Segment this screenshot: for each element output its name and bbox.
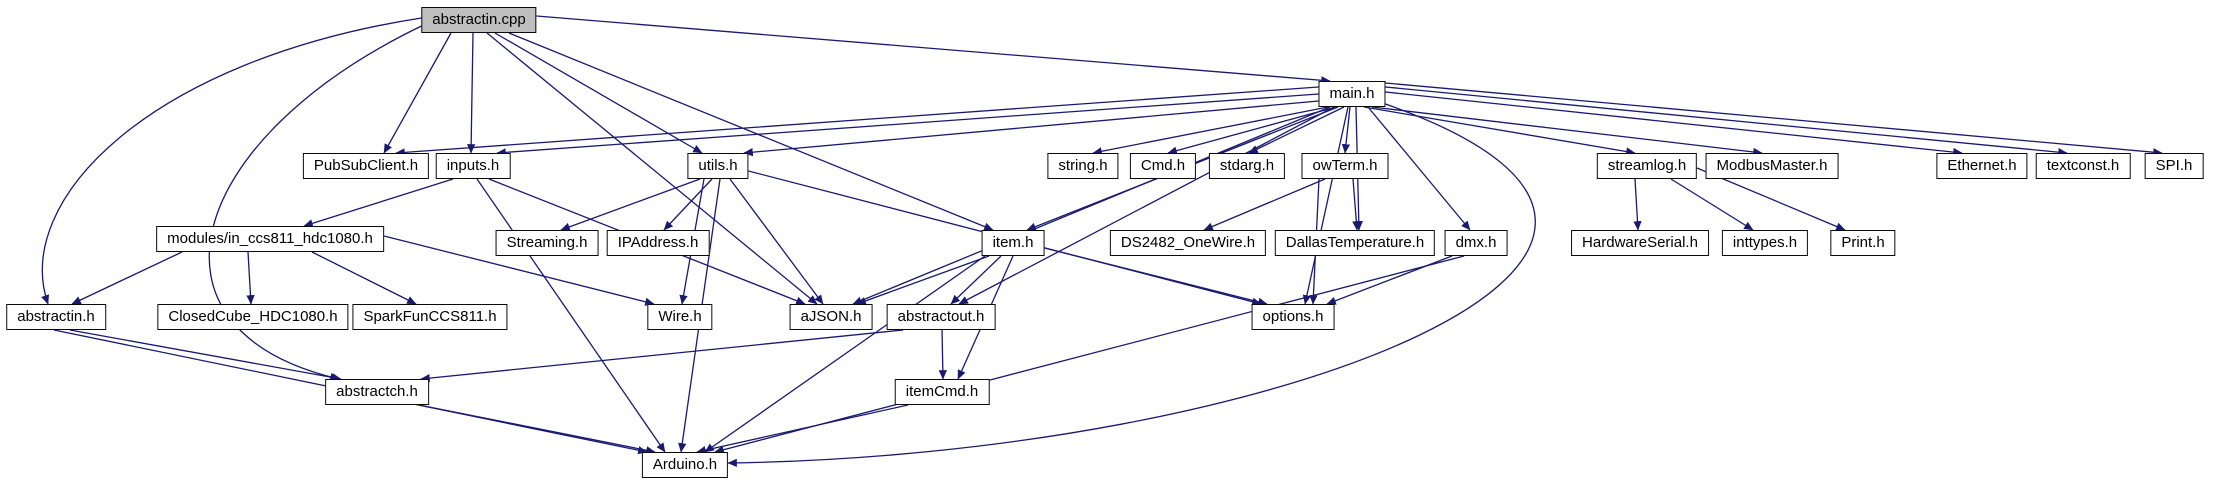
node-string_h[interactable]: string.h (1047, 153, 1119, 179)
node-streamlog[interactable]: streamlog.h (1596, 153, 1698, 179)
node-inttypes[interactable]: inttypes.h (1721, 230, 1809, 256)
node-sparkfun[interactable]: SparkFunCCS811.h (352, 304, 508, 330)
edge-main_h-streamlog (1363, 106, 1636, 156)
node-closedcube[interactable]: ClosedCube_HDC1080.h (157, 304, 349, 330)
edge-item-ajson (856, 255, 990, 305)
edge-abstractin_cpp-abstractin_h (41, 17, 422, 305)
node-arduino[interactable]: Arduino.h (641, 452, 729, 478)
node-ds2482[interactable]: DS2482_OneWire.h (1109, 230, 1267, 256)
node-inputs[interactable]: inputs.h (435, 153, 511, 179)
edge-modules-abstractin_h (71, 251, 183, 305)
edge-main_h-options (1302, 106, 1349, 305)
node-abstractin_h[interactable]: abstractin.h (6, 304, 106, 330)
edge-item-options (1044, 247, 1268, 306)
node-print[interactable]: Print.h (1830, 230, 1896, 256)
edge-abstractin_cpp-utils (494, 32, 703, 154)
node-owterm[interactable]: owTerm.h (1301, 153, 1389, 179)
edge-inputs-modules (303, 178, 454, 228)
node-dallas[interactable]: DallasTemperature.h (1274, 230, 1436, 256)
node-stdarg[interactable]: stdarg.h (1208, 153, 1286, 179)
edge-utils-streaming (560, 178, 701, 231)
node-options[interactable]: options.h (1251, 304, 1335, 330)
node-main_h[interactable]: main.h (1318, 81, 1386, 107)
edge-main_h-pubsubclient (395, 86, 1319, 157)
node-streaming[interactable]: Streaming.h (495, 230, 599, 256)
edge-modules-wire (383, 235, 655, 306)
node-hwserial[interactable]: HardwareSerial.h (1571, 230, 1709, 256)
edge-main_h-abstractout (958, 106, 1335, 305)
edge-utils-ajson (729, 178, 824, 305)
node-abstractin_cpp[interactable]: abstractin.cpp (421, 7, 537, 33)
edge-dmx-options (1326, 255, 1453, 305)
edge-abstractin_h-abstractch (69, 329, 342, 382)
edge-main_h-string_h (1092, 106, 1329, 156)
edge-abstractout-itemcmd (938, 329, 947, 380)
node-ipaddress[interactable]: IPAddress.h (606, 230, 710, 256)
edge-item-abstractout (950, 255, 1002, 305)
node-textconst[interactable]: textconst.h (2035, 153, 2131, 179)
edge-main_h-textconst (1385, 86, 2068, 157)
edge-main_h-dmx (1367, 106, 1471, 231)
edge-main_h-utils (743, 100, 1319, 157)
edge-main_h-ajson (852, 106, 1331, 305)
edge-main_h-ethernet (1385, 91, 1963, 157)
node-dmx[interactable]: dmx.h (1444, 230, 1508, 256)
edge-owterm-dallas (1352, 178, 1361, 231)
edge-streamlog-hwserial (1633, 178, 1642, 231)
node-spi[interactable]: SPI.h (2144, 153, 2204, 179)
edge-dmx-arduino (714, 255, 1465, 454)
node-ajson[interactable]: aJSON.h (789, 304, 873, 330)
edge-main_h-spi (1385, 82, 2163, 157)
edge-inputs-arduino (476, 178, 666, 453)
node-abstractout[interactable]: abstractout.h (886, 304, 996, 330)
edge-main_h-cmd_h (1167, 106, 1337, 155)
edge-modules-closedcube (246, 251, 255, 305)
edge-abstractin_cpp-inputs (466, 32, 476, 154)
edge-abstractout-abstractch (420, 329, 904, 383)
node-item[interactable]: item.h (981, 230, 1045, 256)
edge-main_h-inputs (496, 93, 1319, 157)
edge-main_h-stdarg (1248, 106, 1345, 154)
edge-utils-ipaddress (663, 178, 713, 231)
edge-abstractin_cpp-pubsubclient (383, 32, 452, 154)
node-ethernet[interactable]: Ethernet.h (1936, 153, 2028, 179)
edge-abstractin_cpp-item (508, 32, 994, 231)
edge-owterm-ds2482 (1203, 178, 1326, 231)
edge-main_h-modbus (1371, 106, 1763, 157)
node-abstractch[interactable]: abstractch.h (325, 379, 429, 405)
node-cmd_h[interactable]: Cmd.h (1129, 153, 1197, 179)
edge-modules-sparkfun (311, 251, 417, 305)
edge-streamlog-inttypes (1670, 178, 1754, 231)
edge-item-arduino (704, 255, 986, 453)
node-utils[interactable]: utils.h (687, 153, 749, 179)
node-itemcmd[interactable]: itemCmd.h (894, 379, 990, 405)
node-modbus[interactable]: ModbusMaster.h (1705, 153, 1839, 179)
node-pubsubclient[interactable]: PubSubClient.h (302, 153, 430, 179)
node-wire[interactable]: Wire.h (647, 304, 713, 330)
edge-main_h-owterm (1341, 106, 1351, 154)
node-modules[interactable]: modules/in_ccs811_hdc1080.h (156, 226, 384, 252)
edge-abstractin_cpp-ajson (486, 32, 818, 305)
edge-abstractch-arduino (418, 404, 656, 455)
edge-abstractin_cpp-main_h (536, 15, 1331, 85)
edge-main_h-arduino (727, 103, 1536, 468)
